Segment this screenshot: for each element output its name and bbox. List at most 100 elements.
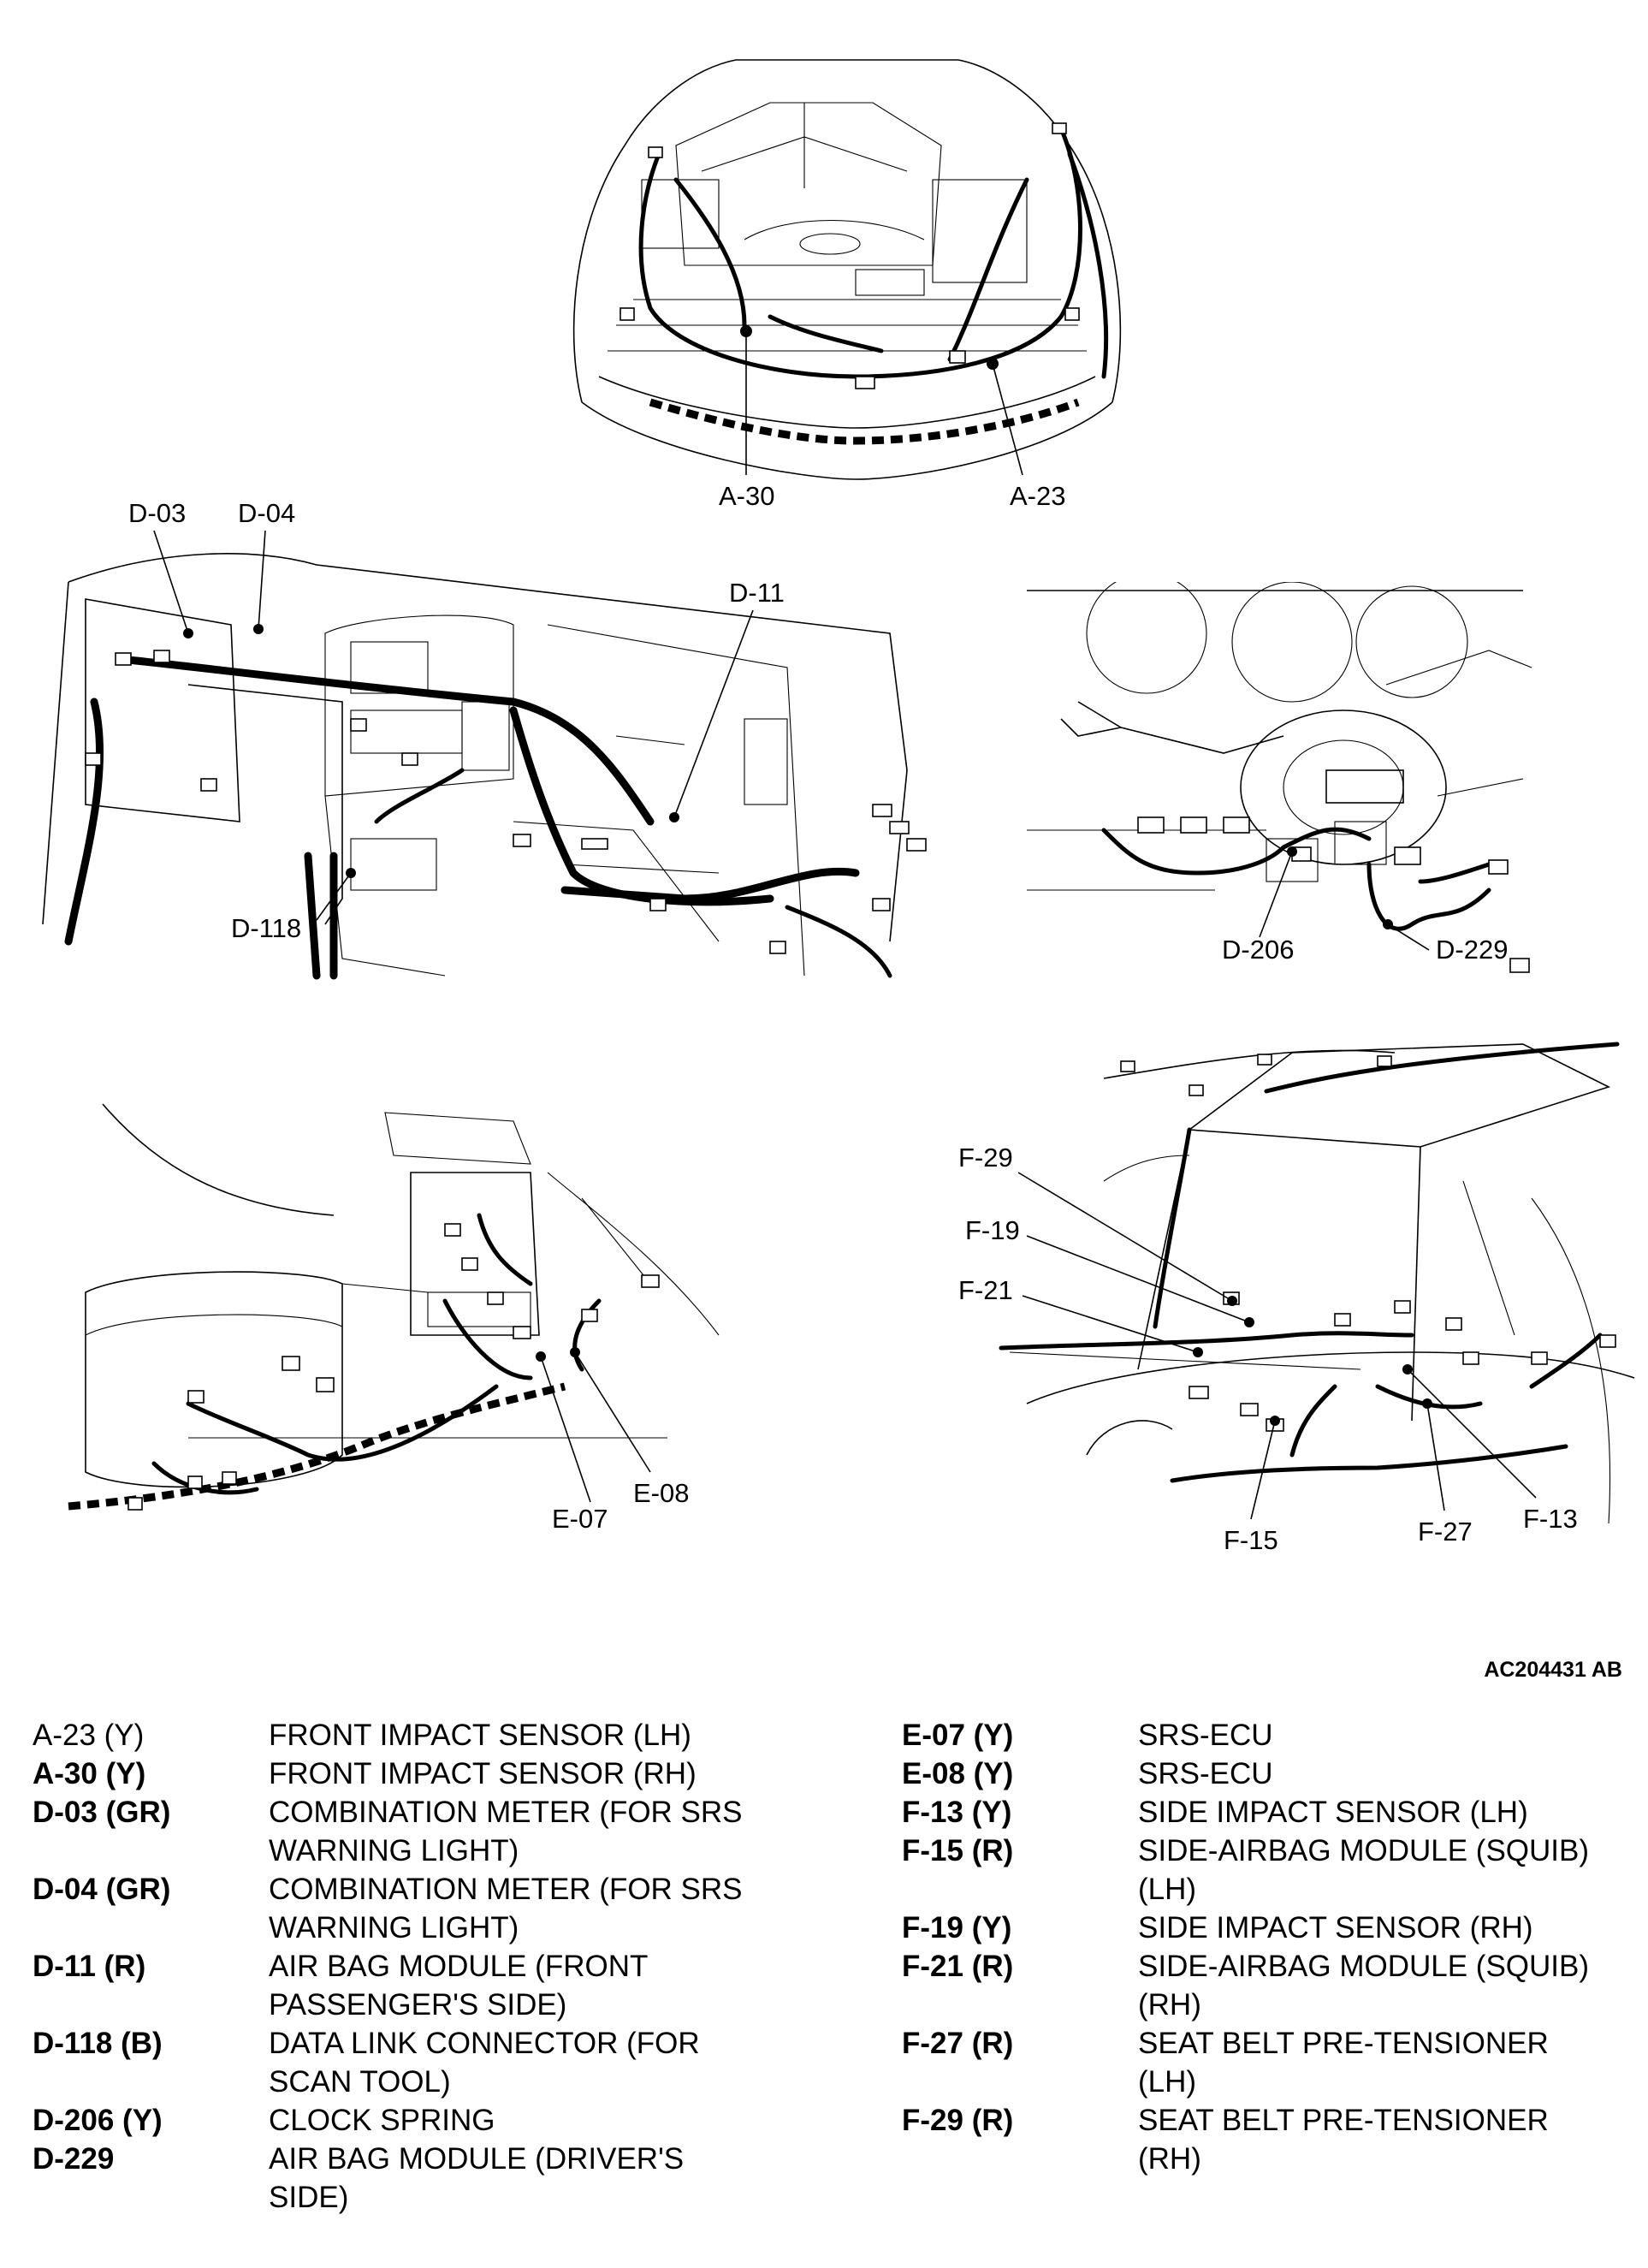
- legend-connector-code: F-19 (Y): [902, 1911, 1012, 1944]
- legend-row: F-29 (R) SEAT BELT PRE-TENSIONER (RH): [902, 2101, 1638, 2178]
- legend-description: FRONT IMPACT SENSOR (RH): [269, 1754, 799, 1793]
- legend-description: COMBINATION METER (FOR SRS WARNING LIGHT): [269, 1870, 799, 1947]
- legend-description-line: COMBINATION METER (FOR SRS: [269, 1796, 743, 1829]
- legend-row: D-206 (Y)CLOCK SPRING: [33, 2101, 803, 2140]
- engine-connectors: [619, 122, 1080, 389]
- legend-description: SIDE IMPACT SENSOR (RH): [1138, 1909, 1634, 1947]
- callout-f21: F-21: [958, 1275, 1203, 1357]
- front-wiring-harness: [638, 126, 1109, 445]
- legend-description-line: SIDE-AIRBAG MODULE (SQUIB): [1138, 1950, 1590, 1983]
- callout-e08: E-08: [570, 1347, 689, 1508]
- legend-connector-code: D-11 (R): [33, 1950, 146, 1983]
- legend-row: F-27 (R) SEAT BELT PRE-TENSIONER(LH): [902, 2024, 1638, 2101]
- legend-description-line: WARNING LIGHT): [269, 1834, 519, 1867]
- legend-description: SEAT BELT PRE-TENSIONER(LH): [1138, 2024, 1634, 2101]
- legend-description-line: AIR BAG MODULE (DRIVER'S: [269, 2142, 685, 2176]
- callout-d229: D-229: [1383, 919, 1508, 965]
- steering-outline: [1027, 582, 1532, 891]
- legend-connector-code: D-04 (GR): [33, 1873, 171, 1906]
- legend-connector-code: A-23 (Y): [33, 1719, 145, 1752]
- legend-description: AIR BAG MODULE (DRIVER'S SIDE): [269, 2140, 799, 2217]
- legend-connector-code: F-21 (R): [902, 1950, 1014, 1983]
- legend-description-line: SIDE): [269, 2181, 349, 2214]
- callout-label: D-11: [729, 578, 785, 608]
- legend-description: SIDE IMPACT SENSOR (LH): [1138, 1793, 1634, 1832]
- legend-description: COMBINATION METER (FOR SRS WARNING LIGHT): [269, 1793, 799, 1870]
- legend-row: E-08 (Y) SRS-ECU: [902, 1754, 1638, 1793]
- legend-row: F-19 (Y) SIDE IMPACT SENSOR (RH): [902, 1909, 1638, 1947]
- callout-f19: F-19: [965, 1215, 1254, 1327]
- legend-row: F-21 (R) SIDE-AIRBAG MODULE (SQUIB) (RH): [902, 1947, 1638, 2024]
- console-connectors: [127, 1223, 660, 1511]
- legend-description-line: SRS-ECU: [1138, 1719, 1273, 1752]
- steering-wiring: [1101, 827, 1491, 931]
- callout-d118: D-118: [231, 868, 356, 943]
- legend-description-line: SEAT BELT PRE-TENSIONER: [1138, 2104, 1549, 2137]
- legend-description-line: (LH): [1138, 1873, 1197, 1906]
- legend-row: E-07 (Y)SRS-ECU: [902, 1716, 1638, 1754]
- legend-row: D-04 (GR) COMBINATION METER (FOR SRS WARNI…: [33, 1870, 803, 1947]
- center-console-diagram: E-07 E-08: [51, 1095, 753, 1575]
- callout-label: F-19: [965, 1215, 1020, 1245]
- legend-connector-code: F-29 (R): [902, 2104, 1014, 2137]
- callout-label: F-21: [958, 1275, 1013, 1305]
- legend-description: SRS-ECU: [1138, 1716, 1634, 1754]
- dashboard-outline: [42, 553, 908, 977]
- legend-connector-code: A-30 (Y): [33, 1757, 146, 1790]
- legend-description-line: COMBINATION METER (FOR SRS: [269, 1873, 743, 1906]
- legend-row: A-23 (Y) FRONT IMPACT SENSOR (LH): [33, 1716, 803, 1754]
- legend-description-line: (RH): [1138, 1988, 1201, 2022]
- callout-a23: A-23: [987, 358, 1065, 511]
- legend-description: SRS-ECU: [1138, 1754, 1634, 1793]
- legend-description-line: WARNING LIGHT): [269, 1911, 519, 1944]
- legend-description: SIDE-AIRBAG MODULE (SQUIB) (RH): [1138, 1947, 1634, 2024]
- callout-d11: D-11: [669, 578, 785, 822]
- legend-connector-code: F-27 (R): [902, 2027, 1014, 2060]
- legend-description-line: SCAN TOOL): [269, 2065, 451, 2099]
- legend-description: CLOCK SPRING: [269, 2101, 799, 2140]
- callout-label: D-03: [128, 498, 186, 528]
- callout-label: E-08: [633, 1478, 689, 1508]
- engine-outline: [572, 59, 1122, 480]
- callout-f13: F-13: [1402, 1364, 1578, 1534]
- callout-e07: E-07: [536, 1351, 608, 1534]
- engine-compartment-diagram: A-30 A-23: [548, 51, 1147, 531]
- legend-connector-code: D-03 (GR): [33, 1796, 171, 1829]
- dashboard-wiring-harness: [64, 655, 892, 980]
- legend-description-line: SIDE-AIRBAG MODULE (SQUIB): [1138, 1834, 1590, 1867]
- legend-connector-code: F-15 (R): [902, 1834, 1014, 1867]
- callout-label: D-118: [231, 913, 301, 943]
- legend-row: F-15 (R) SIDE-AIRBAG MODULE (SQUIB) (LH): [902, 1832, 1638, 1909]
- legend-description: SEAT BELT PRE-TENSIONER (RH): [1138, 2101, 1634, 2178]
- legend-connector-code: D-118 (B): [33, 2027, 163, 2060]
- side-roof-diagram: F-29 F-19 F-21 F-15 F-27 F-13: [933, 1010, 1643, 1592]
- instrument-panel-diagram: D-03 D-04 D-11 D-118: [34, 496, 958, 1010]
- callout-label: D-206: [1222, 935, 1294, 965]
- callout-label: F-13: [1523, 1504, 1578, 1534]
- callout-label: E-07: [552, 1504, 608, 1534]
- callout-label: A-30: [719, 481, 774, 511]
- legend-description: FRONT IMPACT SENSOR (LH): [269, 1716, 799, 1754]
- legend-description-line: AIR BAG MODULE (FRONT: [269, 1950, 649, 1983]
- callout-label: F-15: [1224, 1525, 1278, 1555]
- callout-label: F-29: [958, 1143, 1013, 1173]
- callout-f29: F-29: [958, 1143, 1237, 1306]
- legend-description-line: (RH): [1138, 2142, 1201, 2176]
- steering-connectors: [1137, 816, 1530, 973]
- figure-reference-code: AC204431 AB: [1484, 1658, 1622, 1682]
- callout-f27: F-27: [1418, 1398, 1473, 1547]
- legend-description-line: CLOCK SPRING: [269, 2104, 495, 2137]
- legend-description-line: SIDE IMPACT SENSOR (RH): [1138, 1911, 1533, 1944]
- legend-connector-code: F-13 (Y): [902, 1796, 1012, 1829]
- side-connectors: [1120, 1054, 1616, 1432]
- legend-connector-code: E-08 (Y): [902, 1757, 1014, 1790]
- callout-label: D-229: [1436, 935, 1508, 965]
- callout-d04: D-04: [238, 498, 295, 634]
- connector-legend-left: A-23 (Y) FRONT IMPACT SENSOR (LH) A-30 (Y)…: [33, 1716, 803, 2217]
- legend-description-line: (LH): [1138, 2065, 1197, 2099]
